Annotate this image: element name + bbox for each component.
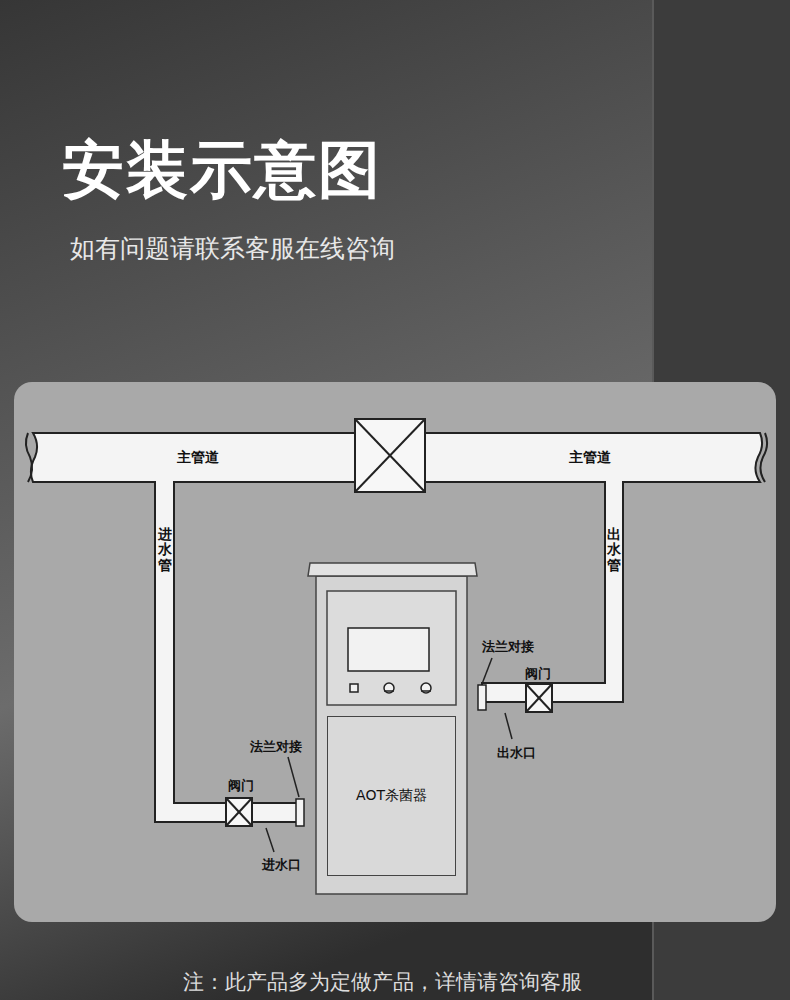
callout-label: 法兰对接: [482, 638, 534, 656]
flange: [478, 685, 486, 710]
node-text: 进水管: [158, 527, 172, 573]
callout-label: 法兰对接: [250, 738, 302, 756]
pipe-band: 主管道: [60, 435, 336, 480]
inlet-pipe: [155, 482, 300, 822]
knob: [421, 683, 431, 693]
subtitle: 如有问题请联系客服在线咨询: [70, 232, 395, 265]
flange: [296, 799, 304, 826]
node-text: AOT杀菌器: [356, 787, 427, 805]
control-panel: [327, 591, 456, 705]
inlet-valve: [226, 798, 252, 826]
callout-label: 进水口: [262, 856, 301, 874]
pipe-break: [760, 433, 767, 482]
diagram-panel: [14, 382, 776, 922]
pipe-band: 进水管: [155, 515, 174, 585]
node-text: 出水管: [607, 527, 621, 573]
title: 安装示意图: [62, 128, 382, 212]
sterilizer-panel: AOT杀菌器: [327, 716, 456, 876]
pipe-band: 出水管: [605, 515, 623, 585]
cabinet-roof: [308, 563, 477, 576]
callout-label: 出水口: [497, 744, 536, 762]
main-valve: [355, 419, 425, 492]
cabinet: [308, 563, 477, 894]
node-text: 主管道: [569, 449, 611, 467]
callout-label: 阀门: [525, 665, 551, 683]
pipe-band: 主管道: [440, 435, 740, 480]
node-text: 主管道: [177, 449, 219, 467]
cabinet-body: [316, 576, 467, 894]
footnote: 注：此产品多为定做产品，详情请咨询客服: [183, 968, 582, 996]
outlet-valve: [526, 684, 552, 712]
pipe-break: [26, 433, 32, 482]
callout-label: 阀门: [228, 777, 254, 795]
outlet-pipe: [482, 482, 623, 702]
button: [350, 684, 358, 692]
knob: [384, 683, 394, 693]
screen: [348, 628, 429, 671]
